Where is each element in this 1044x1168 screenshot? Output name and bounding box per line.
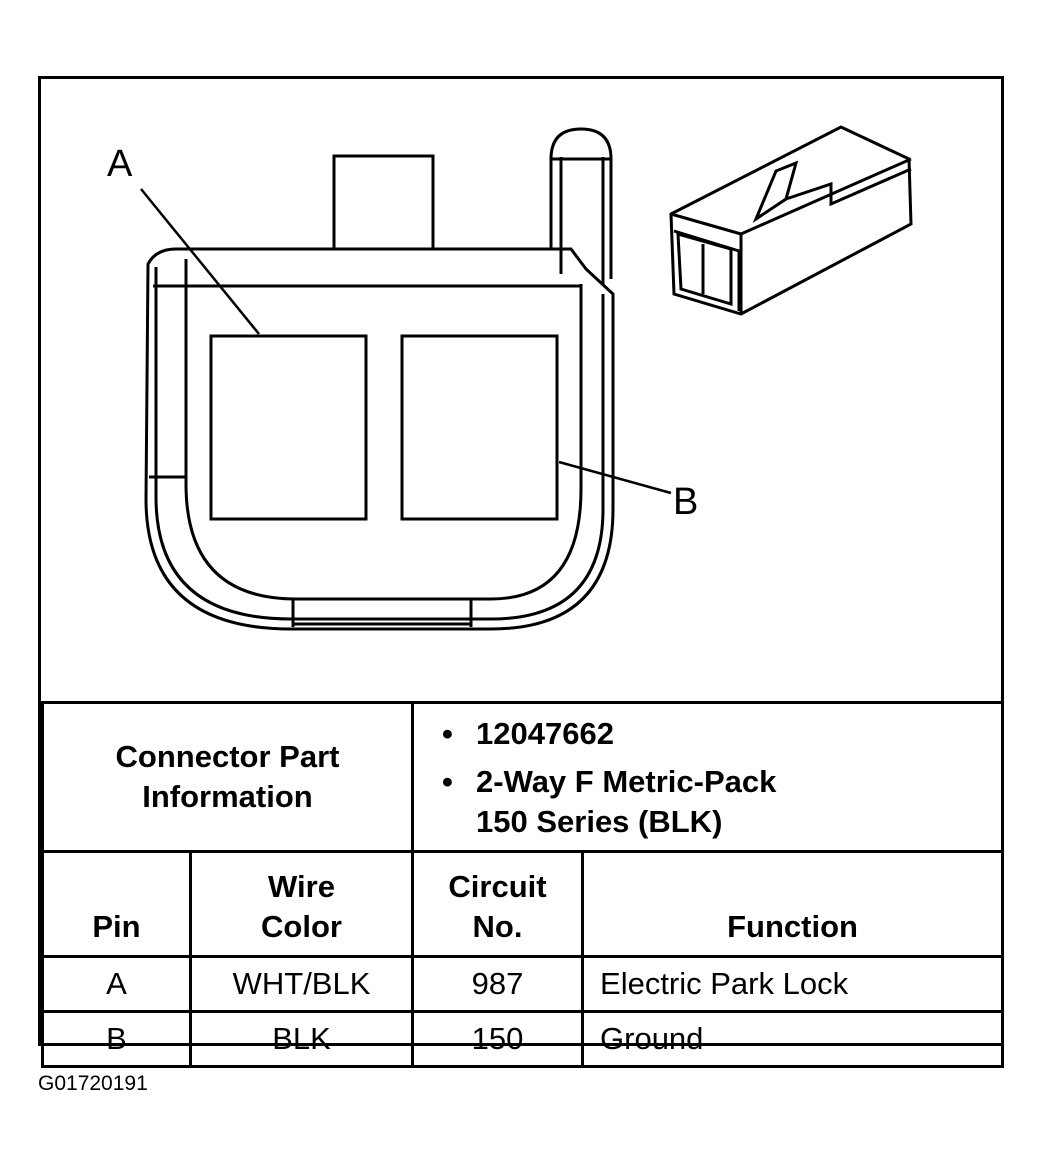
connector-tab xyxy=(332,154,435,249)
connector-table: Connector Part Information 12047662 2-Wa… xyxy=(40,701,1005,1068)
header-pin: Pin xyxy=(41,850,192,958)
cavity-a xyxy=(209,334,368,521)
circuit-cell: 150 xyxy=(411,1010,585,1068)
cavity-b xyxy=(400,334,559,521)
header-function: Function xyxy=(581,850,1005,958)
connector-latch xyxy=(549,127,613,279)
leader-line-a xyxy=(140,188,260,335)
connector-diagram: A B xyxy=(41,79,1001,701)
wire-color-cell: BLK xyxy=(188,1010,415,1068)
pin-cell: B xyxy=(41,1010,192,1068)
connector-iso-view xyxy=(669,125,913,316)
part-number: 12047662 xyxy=(442,714,1001,754)
function-cell: Electric Park Lock xyxy=(581,955,1005,1013)
connector-face-drawing xyxy=(140,125,913,631)
table-row: A WHT/BLK 987 Electric Park Lock xyxy=(41,955,1005,1013)
pin-label-a: A xyxy=(107,143,133,185)
table-row: B BLK 150 Ground xyxy=(41,1010,1005,1068)
circuit-cell: 987 xyxy=(411,955,585,1013)
connector-part-info-label: Connector Part Information xyxy=(40,701,415,853)
figure-frame: A B Connector Part Information 12047662 … xyxy=(38,76,1005,1068)
pin-cell: A xyxy=(41,955,192,1013)
figure-id: G01720191 xyxy=(38,1072,148,1095)
pin-label-b: B xyxy=(673,481,699,523)
leader-line-b xyxy=(558,460,672,495)
wire-color-cell: WHT/BLK xyxy=(188,955,415,1013)
connector-body-outer xyxy=(144,247,615,631)
function-cell: Ground xyxy=(581,1010,1005,1068)
